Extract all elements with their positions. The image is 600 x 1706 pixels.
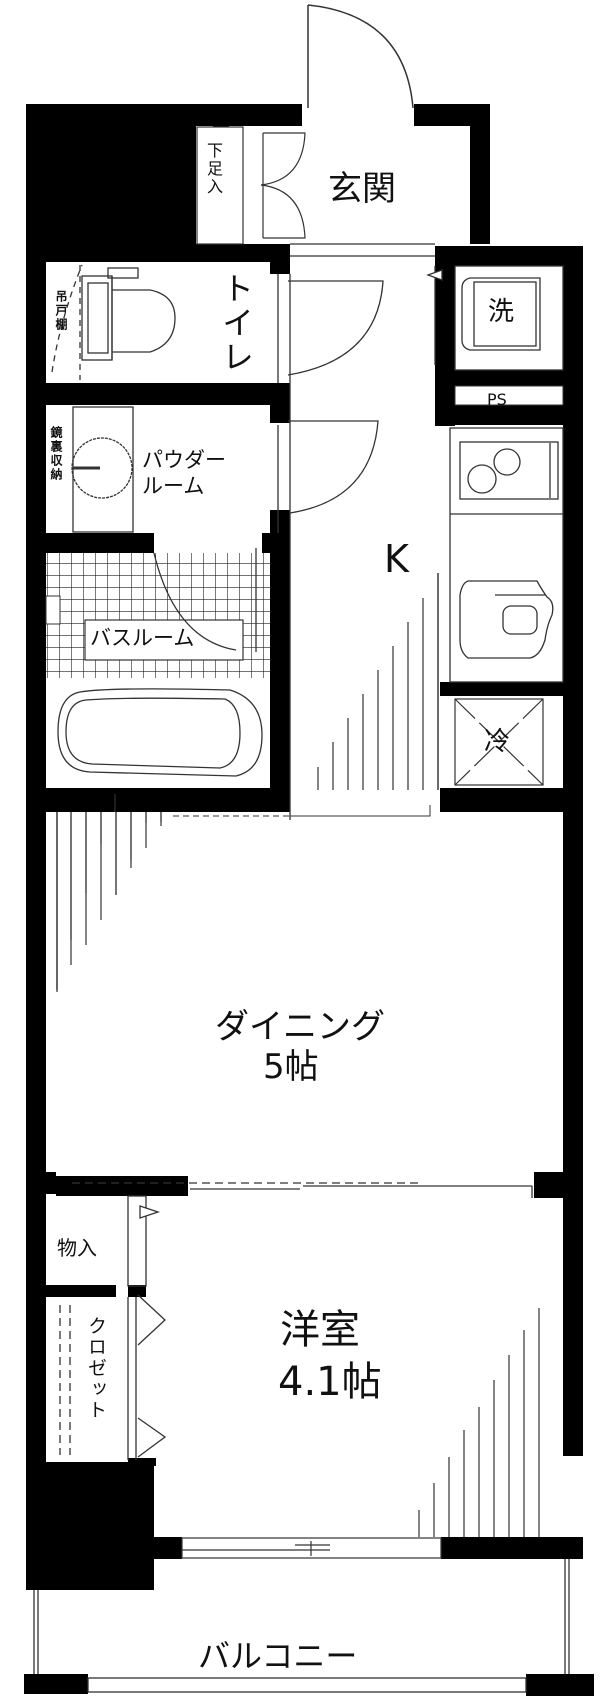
storage-label: 物入 — [57, 1236, 97, 1260]
refrigerator-icon — [454, 698, 544, 786]
bathroom-label: バスルーム — [90, 626, 195, 650]
bath-door-swing-icon — [153, 552, 237, 651]
entrance-label: 玄関 — [328, 169, 396, 209]
shoe-storage-box — [196, 126, 244, 245]
mirror-storage-label: 鏡裏収納 — [49, 426, 63, 482]
balcony-label: バルコニー — [198, 1637, 358, 1675]
balcony-window — [181, 1537, 442, 1559]
sliding-partition — [72, 1182, 533, 1198]
pipe-space-label: PS — [487, 390, 507, 409]
bathtub-icon — [57, 688, 263, 777]
kitchen-counter — [449, 427, 564, 683]
stove-icon — [459, 441, 559, 500]
sink-icon — [459, 580, 554, 659]
powder-room-label-line1: パウダー — [142, 448, 226, 472]
kitchen-label: K — [384, 537, 409, 581]
washbasin-icon — [71, 406, 134, 533]
powder-door-icon — [277, 420, 379, 533]
fridge-label: 冷 — [484, 727, 511, 757]
western-room-size: 4.1帖 — [278, 1359, 382, 1405]
toilet-fixture-icon — [51, 264, 176, 380]
washing-machine-icon — [426, 265, 564, 371]
shoe-storage-label: 下足入 — [204, 142, 223, 196]
closet-label: クロゼット — [85, 1316, 107, 1421]
dining-room-size: 5帖 — [263, 1047, 319, 1087]
western-floor-hatching — [418, 1308, 540, 1537]
hanging-cupboard-label: 吊戸棚 — [54, 290, 68, 332]
toilet-label: トイレ — [217, 272, 255, 374]
front-door-icon — [307, 4, 414, 109]
closet-door-icon — [137, 1294, 166, 1346]
western-room-name: 洋室 — [280, 1307, 360, 1353]
closet-door-swing-icon — [260, 132, 306, 186]
washer-label: 洗 — [488, 297, 515, 327]
powder-room-label-line2: ルーム — [142, 474, 205, 498]
toilet-door-icon — [277, 274, 384, 820]
floor-hatching — [317, 573, 439, 790]
walls — [24, 104, 594, 1696]
dining-room-name: ダイニング — [215, 1007, 385, 1047]
storage-door — [127, 1195, 147, 1287]
balcony-railing — [33, 1559, 570, 1693]
